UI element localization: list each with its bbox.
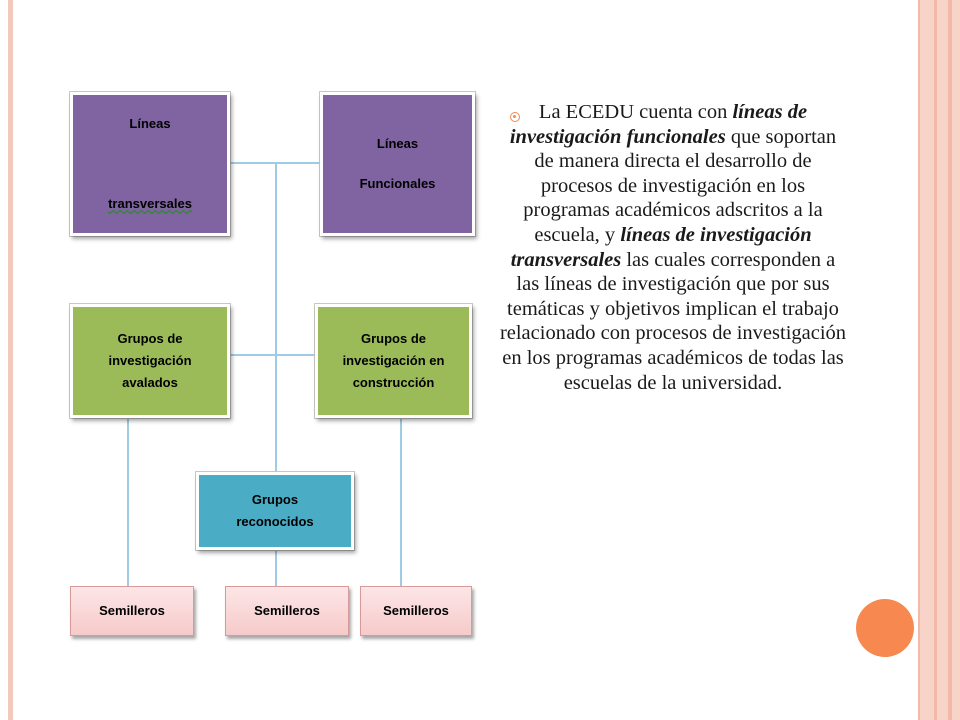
- box-lineas-funcionales: Líneas Funcionales: [320, 92, 475, 236]
- text-part: La ECEDU cuenta con: [538, 101, 733, 123]
- box-grupos-reconocidos: Grupos reconocidos: [196, 472, 354, 550]
- org-diagram: Líneas transversales Líneas Funcionales …: [60, 86, 480, 646]
- connector-line: [275, 548, 277, 596]
- box-grupos-avalados: Grupos de investigación avalados: [70, 304, 230, 418]
- box-label: Grupos de investigación en construcción: [342, 331, 445, 390]
- box-label: Semilleros: [99, 603, 165, 618]
- connector-line: [400, 416, 402, 596]
- bullet-icon: [510, 112, 520, 122]
- box-label: transversales: [108, 196, 192, 211]
- box-label: Grupos reconocidos: [236, 492, 314, 529]
- box-label: Semilleros: [254, 603, 320, 618]
- box-semilleros-1: Semilleros: [70, 586, 194, 636]
- connector-line: [230, 354, 320, 356]
- box-label: Líneas Funcionales: [359, 136, 436, 191]
- text-part: las cuales corresponden a las líneas de …: [499, 248, 847, 394]
- connector-line: [127, 416, 129, 596]
- decorative-circle: [856, 599, 914, 657]
- frame-stripe: [934, 0, 937, 720]
- box-label: Líneas: [129, 116, 171, 131]
- connector-line: [275, 162, 277, 542]
- box-semilleros-3: Semilleros: [360, 586, 472, 636]
- box-label: Semilleros: [383, 603, 449, 618]
- body-text: La ECEDU cuenta con líneas de investigac…: [498, 100, 848, 395]
- frame-stripe: [918, 0, 920, 720]
- text-part: que soportan de manera directa el desarr…: [523, 125, 837, 246]
- box-lineas-transversales: Líneas transversales: [70, 92, 230, 236]
- slide-frame-right: [918, 0, 960, 720]
- text-emphasis: líneas de investigación transversales: [510, 223, 812, 271]
- box-label: Grupos de investigación avalados: [108, 331, 192, 390]
- slide-frame-left: [8, 0, 13, 720]
- box-grupos-construccion: Grupos de investigación en construcción: [315, 304, 472, 418]
- text-emphasis: líneas de investigación funcionales: [509, 101, 808, 148]
- frame-stripe: [948, 0, 952, 720]
- box-semilleros-2: Semilleros: [225, 586, 349, 636]
